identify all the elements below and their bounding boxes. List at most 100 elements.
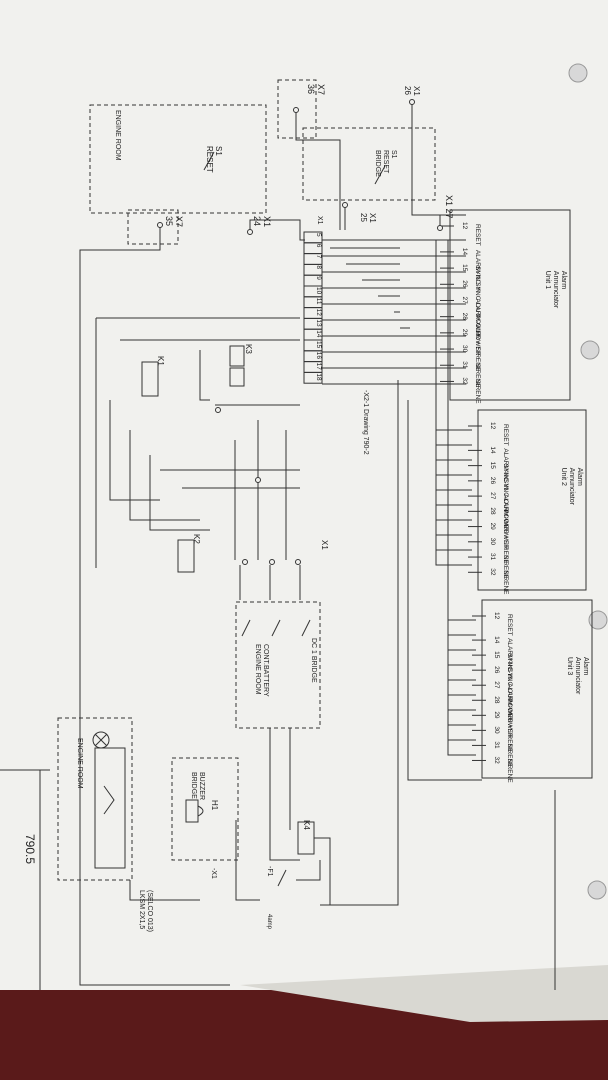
terminal-number-0: 12: [461, 222, 468, 230]
terminal-number-9-line: 32: [489, 568, 496, 576]
label-cable: (SELCO 013)LKSM 2X1,5: [138, 890, 153, 932]
wire-engine-loop: [79, 225, 230, 986]
terminal-label-9-line: SIRENE: [502, 570, 509, 595]
strip-number-7: 7: [315, 255, 322, 259]
terminal-number-6-line: 29: [489, 523, 496, 531]
terminal-label-9: SIRENE: [474, 379, 481, 404]
label-page-number-line: 790.5: [23, 834, 37, 864]
paper-underneath: [240, 965, 608, 1022]
terminal-label-6: POWER −: [506, 713, 513, 743]
terminal-label-4-line: ALARM-OUT: [474, 298, 481, 336]
terminal-label-6-line: POWER −: [502, 525, 509, 555]
strip-number-13: 13: [315, 319, 322, 327]
label-engine-room-lamp: ENGINE ROOM: [76, 738, 83, 789]
terminal-label-3: SYNC-OUT: [502, 479, 509, 513]
unit-box: [481, 599, 593, 779]
terminal-number-1-line: 14: [493, 636, 500, 644]
contact-k4: [277, 869, 287, 887]
strip-number-18: 18: [315, 373, 322, 381]
terminal-number-4-line: 27: [493, 681, 500, 689]
label-k1-line: K1: [156, 356, 165, 366]
terminal-node-7: [269, 559, 275, 565]
terminal-label-3-line: SYNC-OUT: [474, 282, 481, 316]
terminal-number-9-line: 32: [461, 377, 468, 385]
label-s1-bridge-line: S1: [390, 150, 397, 159]
terminal-label-1-line: ALARM-IN: [502, 448, 509, 479]
strip-number-14-line: 14: [315, 330, 322, 338]
strip-number-11-line: 11: [315, 298, 322, 305]
terminal-label-5-line: POWER +: [474, 315, 481, 345]
contact-2: [271, 619, 281, 637]
switch-s1-engine: [203, 151, 215, 171]
label-h1: H1: [210, 800, 219, 811]
terminal-number-1-line: 14: [461, 248, 468, 256]
terminal-label-6-line: POWER −: [474, 331, 481, 361]
terminal-number-1: 14: [461, 248, 468, 256]
terminal-number-6: 29: [461, 329, 468, 337]
terminal-label-5: POWER +: [502, 509, 509, 539]
terminal-label-0: RESET: [502, 424, 509, 446]
terminal-label-9: SIRENE: [502, 570, 509, 595]
terminal-label-1-line: ALARM-IN: [474, 250, 481, 281]
strip-number-6: 6: [315, 244, 322, 248]
terminal-number-7: 30: [493, 726, 500, 734]
label-x1-terminal: -X1: [210, 868, 217, 879]
terminal-label-7: SIRENE: [502, 540, 509, 565]
label-x1-27-line: X1 27: [444, 195, 454, 219]
wiring: [79, 99, 482, 986]
lamp-cross-b: [94, 733, 108, 747]
terminal-number-5: 28: [493, 696, 500, 704]
terminal-node-8: [242, 559, 248, 565]
label-x1-strip-line: X1: [316, 216, 323, 225]
unit-title-line: Unit 2: [560, 468, 567, 486]
strip-number-11: 11: [315, 298, 322, 305]
label-f1-line: -F1: [266, 866, 273, 877]
wire-x1-24: [249, 219, 305, 241]
terminal-number-2-line: 15: [489, 462, 496, 470]
label-k1: K1: [156, 356, 165, 366]
terminal-number-8: 31: [489, 553, 496, 561]
terminal-label-5-line: POWER +: [506, 698, 513, 728]
label-engine-room: ENGINE ROOM: [114, 110, 121, 161]
wire-buzzer: [235, 820, 260, 901]
terminal-number-3: 26: [493, 666, 500, 674]
terminal-label-6: POWER −: [474, 331, 481, 361]
label-k3: K3: [244, 344, 253, 354]
label-s1-bridge-line: RESET: [382, 150, 389, 174]
wire-unit3-9: [447, 384, 476, 756]
lamp-box: [57, 717, 133, 881]
terminal-node-6: [295, 559, 301, 565]
terminal-label-6: POWER −: [502, 525, 509, 555]
terminal-node-4: [157, 222, 163, 228]
terminal-label-1-line: ALARM-IN: [506, 638, 513, 669]
strip-number-12: 12: [315, 309, 322, 317]
terminal-label-4-line: ALARM-OUT: [506, 683, 513, 721]
unit-title-line: Annunciator: [552, 271, 559, 309]
terminal-number-5: 28: [489, 507, 496, 515]
unit-box: [449, 209, 571, 401]
label-cont-battery-line: CONT.BATTERY: [262, 644, 269, 697]
terminal-number-7-line: 30: [461, 345, 468, 353]
wire-sirene-return: [407, 400, 482, 781]
terminal-label-7-line: SIRENE: [502, 540, 509, 565]
unit-box: [477, 409, 587, 591]
label-h1-line: H1: [210, 800, 219, 811]
terminal-node-1: [293, 107, 299, 113]
x7-box: [277, 79, 317, 139]
terminal-label-8-line: SIRENE: [506, 743, 513, 768]
terminal-number-4-line: 27: [461, 296, 468, 304]
strip-number-5-line: 5: [315, 233, 322, 237]
wire-x1-26: [411, 102, 440, 216]
terminal-label-4: ALARM-OUT: [502, 494, 509, 532]
unit-title-line: Alarm: [576, 468, 583, 486]
label-x1-26-line: X1: [412, 86, 421, 96]
strip-number-8-line: 8: [315, 265, 322, 269]
